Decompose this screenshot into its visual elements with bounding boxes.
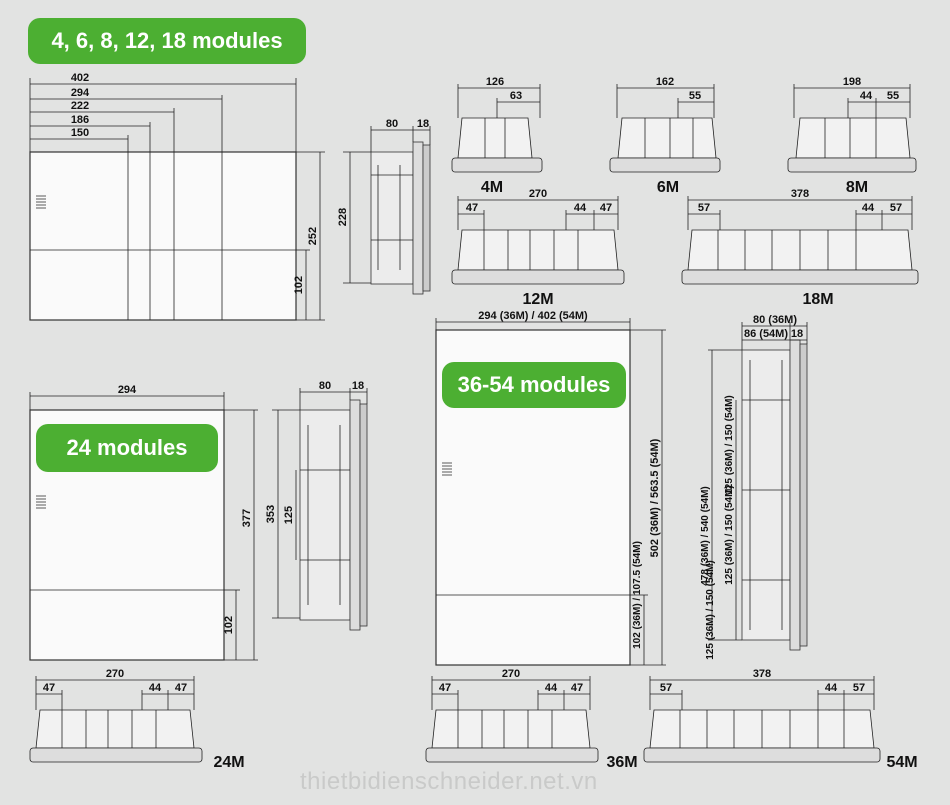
dim-width-36-54m: 294 (36M) / 402 (54M) [478,310,588,322]
side-view-24m [272,388,368,631]
dim-57-18m-a: 57 [698,202,710,214]
dim-377: 377 [241,509,253,527]
badge-24-modules-text: 24 modules [66,435,188,460]
dim-102-24m: 102 [223,616,235,634]
dim-18-36-54m: 18 [791,328,803,340]
dim-378-54m: 378 [753,668,771,680]
dim-47-12m-b: 47 [600,202,612,214]
badge-4-18-modules: 4, 6, 8, 12, 18 modules [28,18,306,64]
badge-36-54-modules: 36-54 modules [442,362,626,408]
side-view-small [343,126,431,295]
dim-228: 228 [337,208,349,226]
dim-222: 222 [71,100,89,112]
dim-63: 63 [510,90,522,102]
dim-353: 353 [265,505,277,523]
dim-57-18m-b: 57 [890,202,902,214]
badge-24-modules: 24 modules [36,424,218,472]
dim-252: 252 [307,227,319,245]
dim-57-54m-b: 57 [853,682,865,694]
top-view-6m [609,84,721,173]
dim-102-small: 102 [293,276,305,294]
dim-270-24m: 270 [106,668,124,680]
top-view-12m [451,196,625,285]
dim-125: 125 [283,506,295,524]
dim-186: 186 [71,114,89,126]
dim-402: 402 [71,72,89,84]
dim-47-36m-a: 47 [439,682,451,694]
dim-126: 126 [486,76,504,88]
module-label-8m: 8M [846,179,868,196]
dim-294-24m: 294 [118,384,137,396]
dim-height-36-54m: 502 (36M) / 563.5 (54M) [649,438,661,557]
dim-44-54m: 44 [825,682,838,694]
dim-162: 162 [656,76,674,88]
dim-478: 478 (36M) / 540 (54M) [700,486,711,586]
dim-47-36m-b: 47 [571,682,583,694]
top-view-24m [29,676,203,763]
dim-150: 150 [71,127,89,139]
top-view-8m [787,84,917,173]
badge-4-18-modules-text: 4, 6, 8, 12, 18 modules [51,28,283,53]
dim-44-24m: 44 [149,682,162,694]
dim-270-36m: 270 [502,668,520,680]
dim-57-54m-a: 57 [660,682,672,694]
dim-18-small: 18 [417,118,429,130]
top-view-36m [425,676,599,763]
watermark: thietbidienschneider.net.vn [300,768,598,795]
dim-86-54m: 86 (54M) [744,328,788,340]
badge-36-54-modules-text: 36-54 modules [457,372,611,397]
front-view-small [29,78,351,321]
top-view-4m [451,84,543,173]
dim-47-12m-a: 47 [466,202,478,214]
module-label-24m: 24M [213,754,244,771]
module-label-18m: 18M [802,291,833,308]
dim-18-24m: 18 [352,380,364,392]
dim-125-b: 125 (36M) / 150 (54M) [724,485,735,585]
dim-198: 198 [843,76,861,88]
dim-55-8m: 55 [887,90,899,102]
dim-44-12m: 44 [574,202,587,214]
top-view-18m [681,196,919,285]
dim-44-36m: 44 [545,682,558,694]
dim-55-6m: 55 [689,90,701,102]
module-label-4m: 4M [481,179,503,196]
dim-bottom-36-54m: 102 (36M) / 107.5 (54M) [632,541,643,649]
dim-47-24m-b: 47 [175,682,187,694]
dim-47-24m-a: 47 [43,682,55,694]
module-label-12m: 12M [522,291,553,308]
dim-125-c: 125 (36M) / 150 (54M) [705,560,716,660]
dim-80-small: 80 [386,118,398,130]
module-label-36m: 36M [606,754,637,771]
side-view-36-54m [708,322,808,651]
module-label-54m: 54M [886,754,917,771]
dim-80-24m: 80 [319,380,331,392]
dim-294: 294 [71,87,90,99]
dim-378-18m: 378 [791,188,809,200]
dim-80-36m: 80 (36M) [753,314,797,326]
module-label-6m: 6M [657,179,679,196]
dim-270-12m: 270 [529,188,547,200]
dim-44-8m: 44 [860,90,873,102]
top-view-54m [643,676,881,763]
dim-125-a: 125 (36M) / 150 (54M) [724,395,735,495]
dim-44-18m: 44 [862,202,875,214]
